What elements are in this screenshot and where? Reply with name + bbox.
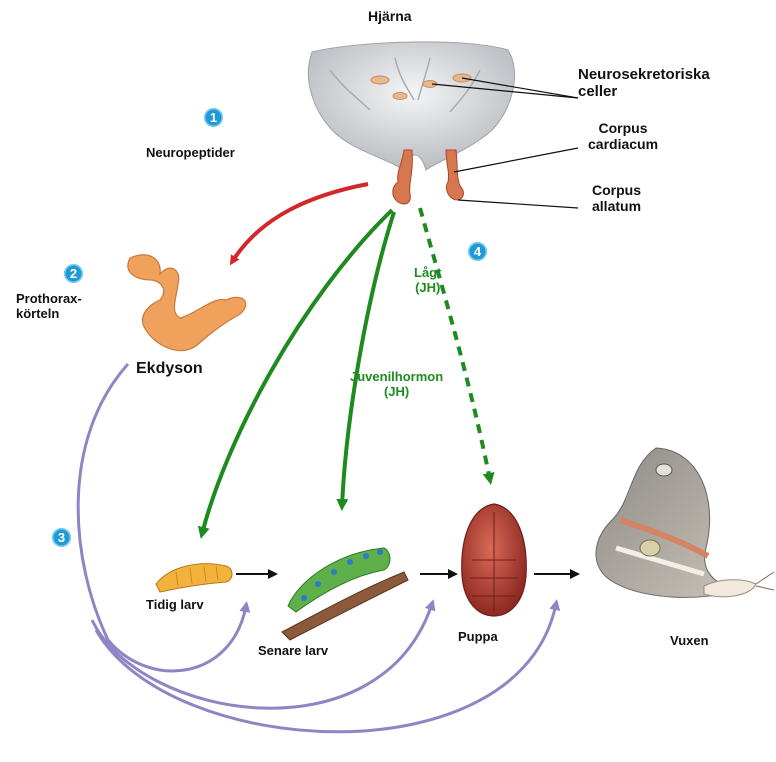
later-larva-label: Senare larv xyxy=(258,644,328,659)
adult-moth-illustration xyxy=(596,448,774,597)
brain-label: Hjärna xyxy=(368,8,412,24)
neurosecretory-line-2: celler xyxy=(578,83,710,100)
neuropeptide-arrow xyxy=(232,184,368,262)
later-larva-illustration xyxy=(282,548,408,640)
neurosecretory-line-1: Neurosekretoriska xyxy=(578,66,710,83)
step-badge-4: 4 xyxy=(468,242,487,261)
prothoracic-line-1: Prothorax- xyxy=(16,292,82,307)
low-jh-line-1: Lågt xyxy=(414,266,441,281)
corpus-allatum-line-2: allatum xyxy=(592,198,641,214)
pupa-illustration xyxy=(462,504,526,616)
prothoracic-gland-illustration xyxy=(128,255,246,351)
low-jh-label: Lågt (JH) xyxy=(414,266,441,296)
ecdysone-label: Ekdyson xyxy=(136,360,203,378)
neuropeptides-label: Neuropeptider xyxy=(146,146,235,161)
early-larva-illustration xyxy=(156,564,232,592)
step-badge-3: 3 xyxy=(52,528,71,547)
step-badge-1: 1 xyxy=(204,108,223,127)
corpus-allatum-label: Corpus allatum xyxy=(592,182,641,214)
corpus-cardiacum-label: Corpus cardiacum xyxy=(588,120,658,152)
prothoracic-gland-label: Prothorax- körteln xyxy=(16,292,82,322)
early-larva-label: Tidig larv xyxy=(146,598,204,613)
corpus-cardiacum-line-2: cardiacum xyxy=(588,136,658,152)
prothoracic-line-2: körteln xyxy=(16,307,82,322)
juvenile-hormone-label: Juvenilhormon (JH) xyxy=(350,370,443,400)
ecdysone-arrow-early-larva xyxy=(78,364,246,671)
pupa-label: Puppa xyxy=(458,630,498,645)
brain-illustration xyxy=(308,42,578,208)
corpus-cardiacum-line-1: Corpus xyxy=(588,120,658,136)
juvenile-hormone-line-1: Juvenilhormon xyxy=(350,370,443,385)
corpus-allatum-line-1: Corpus xyxy=(592,182,641,198)
neurosecretory-cells-label: Neurosekretoriska celler xyxy=(578,66,710,101)
juvenile-hormone-line-2: (JH) xyxy=(350,385,443,400)
low-jh-line-2: (JH) xyxy=(414,281,441,296)
adult-label: Vuxen xyxy=(670,634,709,649)
ecdysone-arrow-adult xyxy=(96,604,556,732)
step-badge-2: 2 xyxy=(64,264,83,283)
